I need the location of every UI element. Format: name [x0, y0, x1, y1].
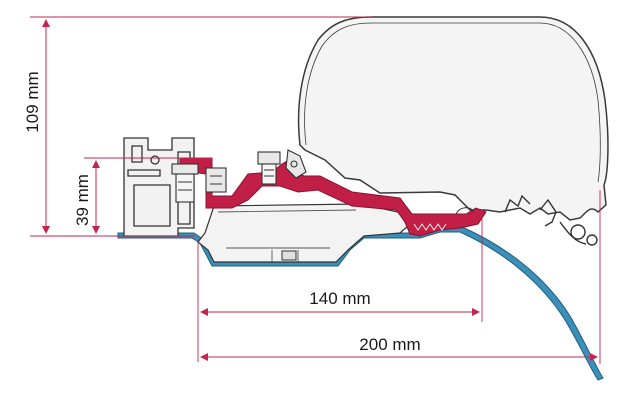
outer-width-label: 200 mm [359, 335, 420, 354]
dimension-inner-width [197, 210, 483, 362]
cassette-hinge-detail [504, 194, 598, 246]
bolt-assembly-center [257, 149, 307, 185]
bracket-clip [455, 207, 475, 215]
mounting-block [197, 203, 409, 263]
bolt-assembly-left [171, 163, 227, 203]
rail-height-label: 39 mm [73, 174, 92, 226]
overall-height-label: 109 mm [23, 71, 42, 132]
adapter-bracket [179, 157, 487, 237]
cassette-inner-line [304, 22, 601, 183]
bolt-head-lower [281, 250, 297, 261]
bracket-serration [413, 223, 447, 231]
inner-width-label: 140 mm [309, 289, 370, 308]
dimension-rail-height [84, 157, 212, 234]
roof-rail-profile [117, 226, 604, 381]
side-rail [123, 137, 195, 237]
dimension-outer-width [200, 190, 601, 364]
mounting-block-detail [217, 209, 357, 262]
dimension-overall-height [30, 16, 372, 237]
